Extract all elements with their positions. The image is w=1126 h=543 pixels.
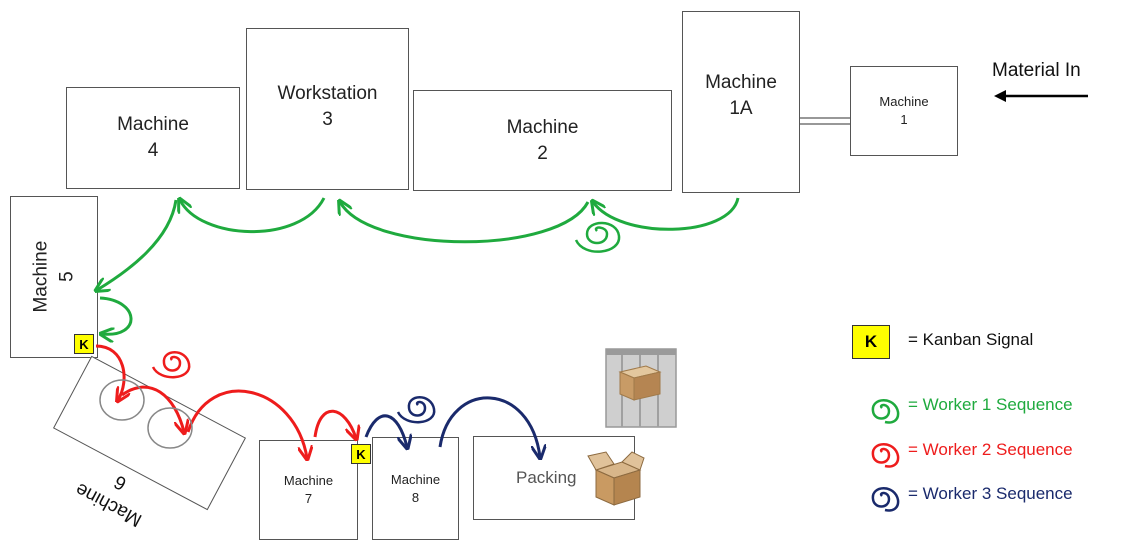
material-in-arrow (994, 90, 1088, 102)
worker-3-arrow-k-to-8 (364, 414, 407, 447)
legend-worker-2-icon (871, 443, 900, 468)
storage-rack-icon (605, 348, 677, 428)
machine-4-label: Machine 4 (117, 114, 189, 161)
worker-1-arrow-5-loop (100, 296, 133, 334)
machine-1a-box: Machine 1A (682, 11, 800, 193)
material-in-label: Material In (992, 60, 1081, 81)
machine-4-box: Machine 4 (66, 87, 240, 189)
worker-3-flow (364, 396, 540, 457)
worker-3-position-icon (396, 396, 436, 424)
worker-2-arrow-6a-to-6b (121, 385, 184, 432)
conveyor-connector (800, 117, 850, 125)
worker-2-arrow-7-to-k (313, 409, 356, 438)
legend-worker-1-icon (871, 399, 900, 424)
legend-spirals (871, 399, 900, 512)
kanban-signal-machine-8: K (351, 444, 371, 464)
worker-1-position-icon (574, 221, 621, 253)
machine-1-label: Machine 1 (879, 94, 929, 127)
machine-2-label: Machine 2 (506, 116, 579, 164)
worker-1-arrow-1a-to-2 (593, 198, 740, 231)
worker-3-arrow-8-to-packing (438, 396, 540, 457)
machine-8-box: Machine 8 (372, 437, 459, 540)
worker-2-position-icon (151, 351, 191, 379)
legend-worker-3-text: = Worker 3 Sequence (908, 484, 1073, 503)
machine-8-label: Machine 8 (390, 471, 441, 505)
machine-7-box: Machine 7 (259, 440, 358, 540)
machine-6-fixtures (99, 379, 193, 449)
machine-6-fixture-left (99, 379, 145, 421)
machine-2-box: Machine 2 (413, 90, 672, 191)
machine-5-box: Machine 5 (10, 196, 98, 358)
legend-worker-3-icon (871, 487, 900, 512)
workstation-3-box: Workstation 3 (246, 28, 409, 190)
machine-1-box: Machine 1 (850, 66, 958, 156)
legend-worker-1-text: = Worker 1 Sequence (908, 395, 1073, 414)
legend-kanban-square: K (852, 325, 890, 359)
machine-7-label: Machine 7 (283, 473, 334, 506)
machine-6-fixture-right (147, 407, 193, 449)
worker-1-flow (97, 198, 740, 334)
workstation-3-label: Workstation 3 (277, 83, 378, 130)
worker-2-arrow-6-to-7 (186, 389, 307, 458)
machine-1a-label: Machine 1A (705, 72, 777, 119)
worker-2-flow (95, 344, 356, 458)
legend-kanban-text: = Kanban Signal (908, 330, 1034, 349)
worker-1-arrow-2-to-3 (340, 202, 590, 244)
packing-label: Packing (516, 467, 577, 487)
open-box-icon (587, 451, 645, 506)
worker-1-arrow-3-to-4 (180, 198, 326, 234)
worker-2-arrow-k-to-6a (95, 344, 124, 400)
legend-worker-2-text: = Worker 2 Sequence (908, 440, 1073, 459)
kanban-signal-machine-5: K (74, 334, 94, 354)
worker-1-arrow-4-to-5 (97, 199, 178, 290)
